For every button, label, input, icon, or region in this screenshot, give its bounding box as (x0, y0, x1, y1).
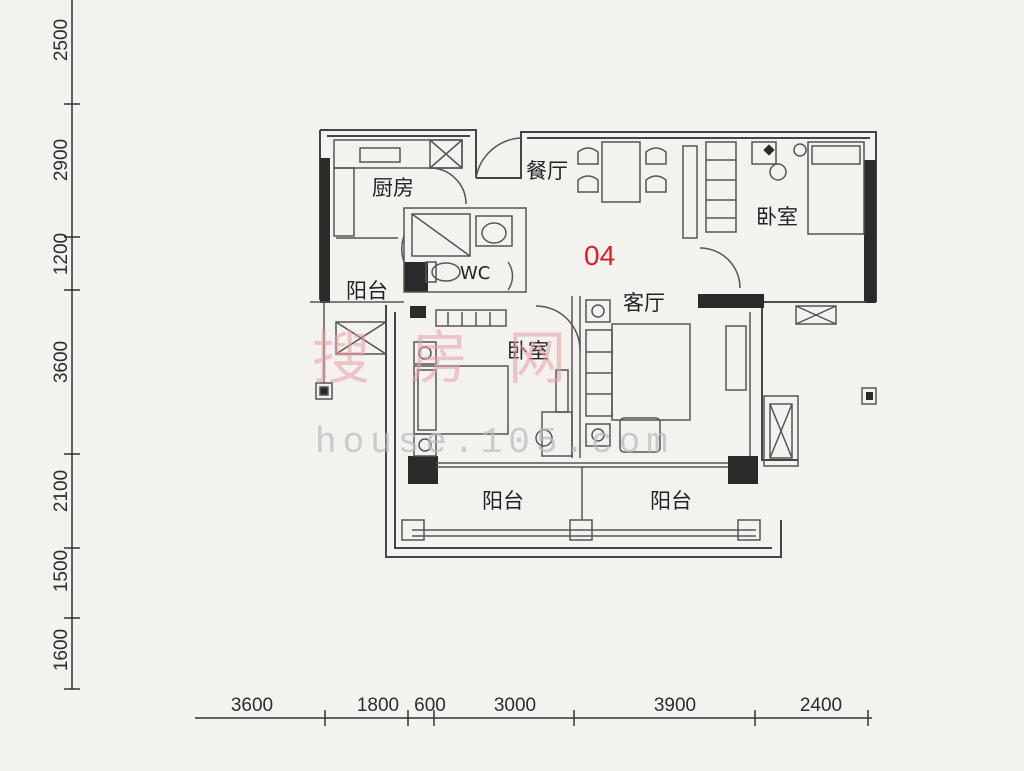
bedroom-center-label: 卧室 (507, 339, 549, 363)
left-dimension-axis (64, 0, 80, 690)
bottom-dim-2: 1800 (357, 695, 399, 716)
balcony-bottom-right-label: 阳台 (650, 489, 692, 513)
balcony-left-label: 阳台 (346, 279, 388, 303)
left-balcony-outline (310, 235, 405, 400)
left-dim-2: 2900 (51, 139, 72, 181)
left-dim-3: 1200 (51, 233, 72, 275)
bottom-balcony-outline (401, 395, 799, 541)
watermark-english: house.105.com (315, 422, 674, 463)
left-dim-6: 1500 (51, 550, 72, 592)
bottom-dim-1: 3600 (231, 695, 273, 716)
left-dim-4: 3600 (51, 341, 72, 383)
bottom-dim-5: 3900 (654, 695, 696, 716)
watermark-chinese: 搜房网 (312, 324, 606, 392)
right-wall-post (763, 144, 873, 400)
right-bedroom-furniture (699, 141, 877, 405)
bottom-dim-4: 3000 (494, 695, 536, 716)
left-dim-5: 2100 (51, 470, 72, 512)
bedroom-right-label: 卧室 (756, 205, 798, 229)
kitchen-label: 厨房 (372, 176, 414, 200)
dining-label: 餐厅 (526, 159, 568, 183)
bottom-dim-6: 2400 (800, 695, 842, 716)
left-dim-1: 2500 (51, 19, 72, 61)
center-bedroom-furniture (413, 309, 573, 457)
unit-number: 04 (584, 240, 615, 271)
bottom-dim-3: 600 (414, 695, 446, 716)
wall-fill (320, 158, 876, 484)
left-dim-7: 1600 (51, 629, 72, 671)
kitchen-counter (333, 139, 467, 239)
balcony-bottom-left-label: 阳台 (482, 489, 524, 513)
wc-fixtures (403, 207, 527, 293)
dining-table (475, 137, 698, 239)
living-label: 客厅 (623, 291, 665, 315)
wc-label: WC (460, 263, 490, 284)
bottom-dimension-axis (195, 710, 872, 726)
